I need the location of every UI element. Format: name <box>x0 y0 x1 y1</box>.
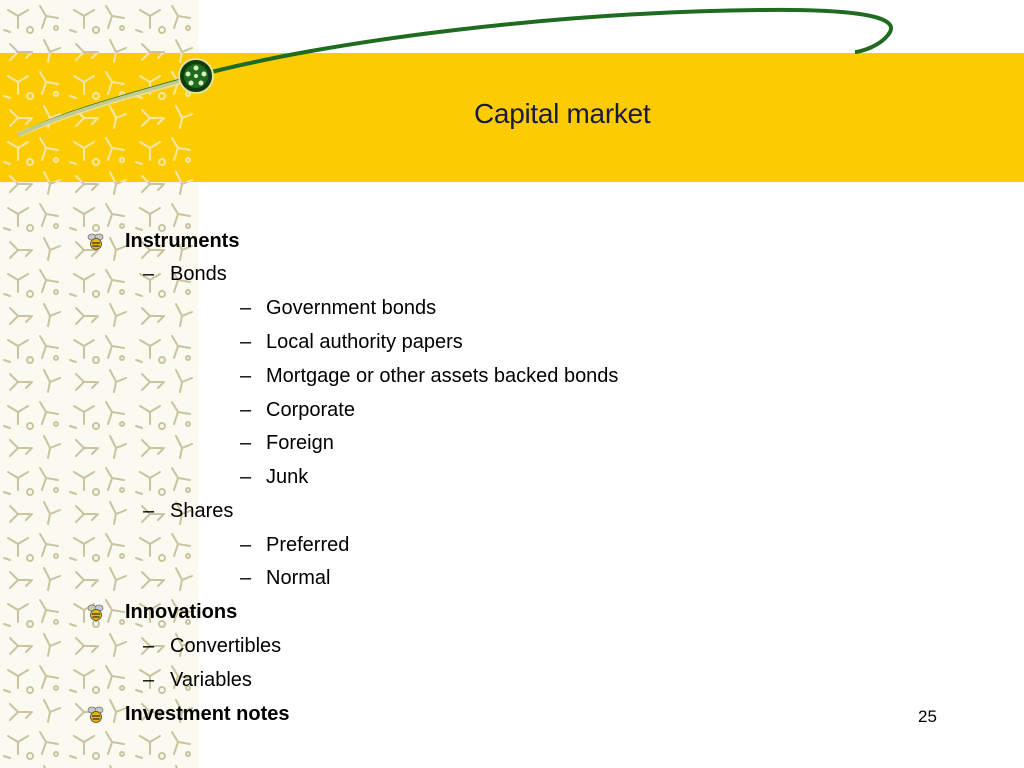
sub-bullet-dash: – <box>240 365 252 387</box>
sub-bullet-dash: – <box>240 297 252 319</box>
outline-item-share-type: Preferred <box>266 534 350 556</box>
sub-bullet-dash: – <box>240 432 252 454</box>
slide-title: Capital market <box>474 98 651 129</box>
sub-bullet-dash: – <box>240 534 252 556</box>
outline-item-bond-type: Junk <box>266 466 309 488</box>
outline-item-bond-type: Corporate <box>266 399 355 421</box>
outline-item-share-type: Normal <box>266 567 331 589</box>
title-band-pattern-art <box>0 53 198 182</box>
outline-item-bond-type: Mortgage or other assets backed bonds <box>266 365 619 387</box>
outline-item-bond-type: Foreign <box>266 432 334 454</box>
sub-bullet-dash: – <box>240 399 252 421</box>
sub-bullet-dash: – <box>240 331 252 353</box>
title-band-pattern <box>0 53 198 182</box>
sub-bullet-dash: – <box>240 466 252 488</box>
outline-item-bond-type: Local authority papers <box>266 331 463 353</box>
outline-item-bond-type: Government bonds <box>266 297 437 319</box>
sub-bullet-dash: – <box>240 567 252 589</box>
page-number: 25 <box>918 707 937 726</box>
